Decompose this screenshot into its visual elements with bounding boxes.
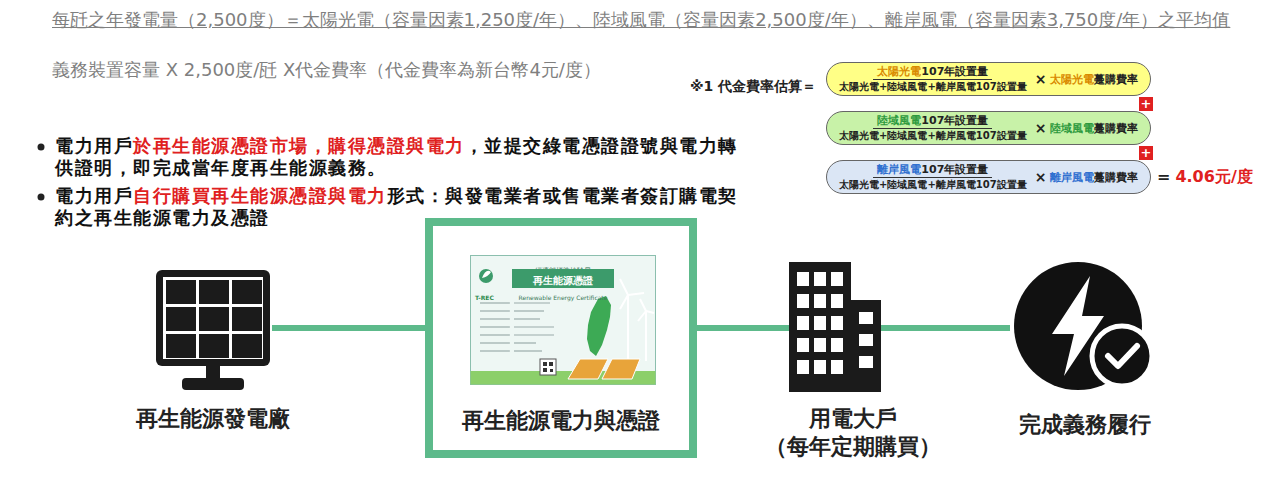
text-label: 躉購費率: [1094, 73, 1138, 86]
text-label: 躉購費率: [1094, 171, 1138, 184]
text-label: 太陽光電+陸域風電+離岸風電107設置量: [839, 179, 1027, 190]
energy-term: 離岸風電: [877, 163, 921, 176]
energy-term: 太陽光電: [1050, 73, 1094, 86]
certificate-title: 再生能源憑證: [533, 275, 593, 286]
node-label: 再生能源電力與憑證: [462, 408, 660, 433]
fraction: 離岸風電107年設置量太陽光電+陸域風電+離岸風電107設置量: [839, 163, 1027, 191]
node-label: 用電大戶: [809, 405, 897, 433]
power-plant-node: 再生能源發電廠: [136, 268, 290, 433]
formula-title-holder: ※1 代金費率估算＝: [690, 76, 816, 95]
formula-row: 離岸風電107年設置量太陽光電+陸域風電+離岸風電107設置量×離岸風電躉購費率: [826, 160, 1151, 194]
energy-term: 離岸風電: [1050, 171, 1094, 184]
result-value: 4.06元/度: [1175, 167, 1252, 186]
connector-line: [272, 325, 425, 331]
rate: 陸域風電躉購費率: [1050, 121, 1138, 136]
equals-sign: =: [1157, 167, 1170, 186]
plus-box: +: [1139, 97, 1153, 111]
times-sign: ×: [1035, 71, 1047, 87]
bullet-paragraph: 電力用戶自行購買再生能源憑證與電力形式：與發電業者或售電業者簽訂購電契約之再生能…: [55, 185, 745, 229]
heading-holder: 每瓩之年發電量（2,500度）＝太陽光電（容量因素1,250度/年）、陸域風電（…: [52, 8, 1230, 32]
connector-line: [881, 325, 1010, 331]
power-check-icon: [1010, 260, 1160, 392]
text-holder: Renewable Energy Certificate: [470, 285, 656, 304]
text-holder: T-REC: [475, 285, 494, 304]
text-label: 太陽光電+陸域風電+離岸風電107設置量: [839, 81, 1027, 92]
numerator: 離岸風電107年設置量: [873, 163, 992, 178]
formula-note: 每瓩之年發電量（2,500度）＝太陽光電（容量因素1,250度/年）、陸域風電（…: [52, 9, 1230, 30]
text-label: 太陽光電+陸域風電+離岸風電107設置量: [839, 130, 1027, 141]
denominator: 太陽光電+陸域風電+離岸風電107設置量: [839, 178, 1027, 191]
formula-row: 太陽光電107年設置量太陽光電+陸域風電+離岸風電107設置量×太陽光電躉購費率: [826, 62, 1151, 96]
rate: 離岸風電躉購費率: [1050, 170, 1138, 185]
fraction: 太陽光電107年設置量太陽光電+陸域風電+離岸風電107設置量: [839, 65, 1027, 93]
bullet-dot: [38, 144, 45, 151]
numerator: 太陽光電107年設置量: [873, 65, 992, 80]
plus-sign: +: [1139, 97, 1153, 111]
times-sign: ×: [1035, 169, 1047, 185]
text-label: 107年設置量: [921, 163, 988, 176]
highlight-text: 於再生能源憑證市場，購得憑證與電力: [133, 135, 465, 156]
text-label: 電力用戶: [55, 185, 133, 206]
text-holder: 再生能源憑證: [512, 269, 614, 288]
heading-holder: 義務裝置容量 X 2,500度/瓩 X代金費率（代金費率為新台幣4元/度）: [52, 58, 601, 82]
plus-box: +: [1139, 146, 1153, 160]
formula-title: ※1 代金費率估算＝: [690, 78, 816, 94]
certificate-subtitle: Renewable Energy Certificate: [519, 294, 608, 301]
certificate-box: 再生能源電力與憑證 經濟部標準檢驗局再生能源憑證Renewable Energy…: [425, 218, 697, 458]
consumer-node: 用電大戶（每年定期購買）: [765, 262, 941, 461]
numerator: 陸域風電107年設置量: [873, 114, 992, 129]
node-label: 再生能源發電廠: [136, 405, 290, 433]
text-label: 躉購費率: [1094, 122, 1138, 135]
plus-sign: +: [1139, 146, 1153, 160]
times-sign: ×: [1035, 120, 1047, 136]
text-label: 107年設置量: [921, 114, 988, 127]
formula-row: 陸域風電107年設置量太陽光電+陸域風電+離岸風電107設置量×陸域風電躉購費率: [826, 111, 1151, 145]
fraction: 陸域風電107年設置量太陽光電+陸域風電+離岸風電107設置量: [839, 114, 1027, 142]
result-holder: = 4.06元/度: [1157, 166, 1253, 188]
energy-term: 太陽光電: [877, 65, 921, 78]
completion-node: 完成義務履行: [1010, 260, 1160, 439]
bullet-paragraph: 電力用戶於再生能源憑證市場，購得憑證與電力，並提交綠電憑證證號與電力轉供證明，即…: [55, 135, 745, 179]
connector-line: [697, 325, 789, 331]
text-label: 107年設置量: [921, 65, 988, 78]
text-label: 電力用戶: [55, 135, 133, 156]
denominator: 太陽光電+陸域風電+離岸風電107設置量: [839, 129, 1027, 142]
solar-panel-icon: [154, 268, 272, 394]
formula-note: 義務裝置容量 X 2,500度/瓩 X代金費率（代金費率為新台幣4元/度）: [52, 59, 601, 80]
energy-term: 陸域風電: [1050, 122, 1094, 135]
building-icon: [789, 262, 881, 392]
node-label: （每年定期購買）: [765, 433, 941, 461]
text-holder: 再生能源電力與憑證: [433, 407, 689, 435]
node-label: 完成義務履行: [1019, 411, 1151, 439]
highlight-text: 自行購買再生能源憑證與電力: [133, 185, 387, 206]
rate: 太陽光電躉購費率: [1050, 72, 1138, 87]
certificate-card: 經濟部標準檢驗局再生能源憑證Renewable Energy Certifica…: [470, 255, 656, 385]
logo-text: T-REC: [475, 294, 494, 301]
bullet-dot: [38, 194, 45, 201]
denominator: 太陽光電+陸域風電+離岸風電107設置量: [839, 80, 1027, 93]
energy-term: 陸域風電: [877, 114, 921, 127]
